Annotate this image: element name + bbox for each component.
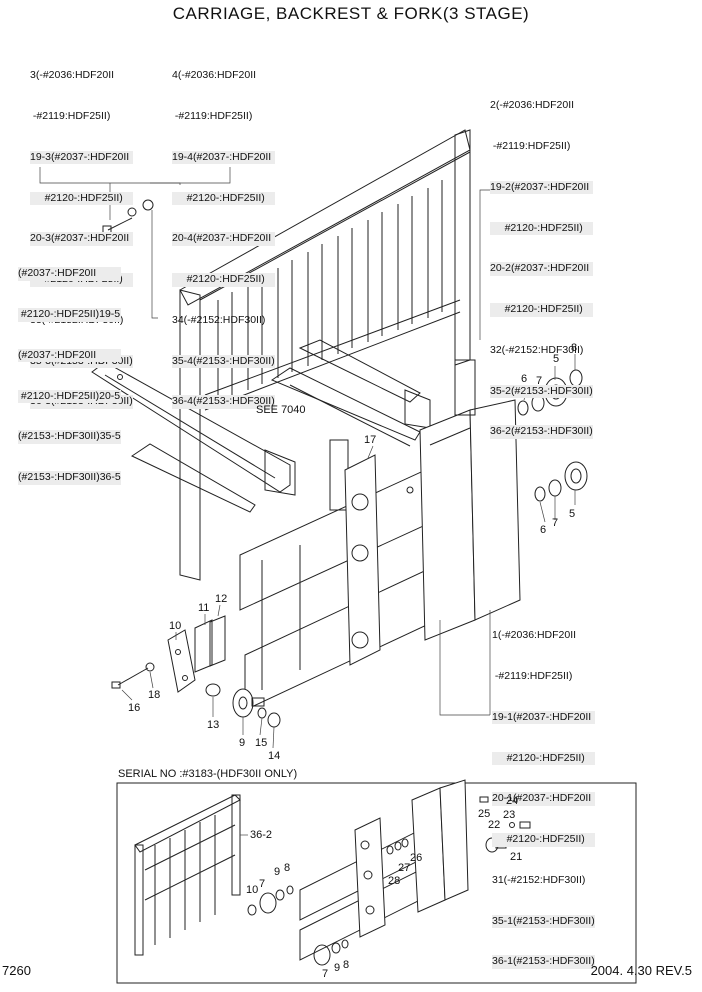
inset-callout-8: 8	[284, 862, 291, 874]
bearings-lower	[534, 461, 588, 502]
backrest	[179, 129, 471, 581]
inset-callout-23: 23	[503, 809, 516, 821]
callout-8: 8	[571, 342, 578, 354]
note-bottom-right: 1(-#2036:HDF20II -#2119:HDF25II) 19-1(#2…	[492, 629, 595, 970]
callout-5: 5	[553, 353, 560, 365]
inset-callout-24: 24	[506, 795, 519, 807]
callout-7: 7	[536, 375, 543, 387]
callout-18: 18	[148, 689, 161, 701]
callout-13: 13	[207, 719, 220, 731]
callout-15: 15	[255, 737, 268, 749]
inset-callout-25: 25	[478, 808, 491, 820]
inset-callout-26: 26	[410, 852, 423, 864]
carriage	[239, 359, 521, 711]
page-title: CARRIAGE, BACKREST & FORK(3 STAGE)	[172, 4, 530, 23]
inset-callout-7: 7	[259, 878, 266, 890]
callout-14: 14	[268, 750, 281, 762]
inset-callout-28: 28	[388, 875, 401, 887]
inset-callout-9: 9	[334, 962, 341, 974]
note-top-right: 2(-#2036:HDF20II -#2119:HDF25II) 19-2(#2…	[490, 99, 593, 440]
note-top-mid: 4(-#2036:HDF20II -#2119:HDF25II) 19-4(#2…	[172, 69, 275, 410]
fork-right	[270, 339, 431, 447]
callout-7: 7	[552, 517, 559, 529]
inset	[116, 779, 637, 984]
callout-5: 5	[569, 508, 576, 520]
note-left: (#2037-:HDF20II #2120-:HDF25II)19-5 (#20…	[18, 267, 121, 485]
side-parts	[111, 615, 281, 728]
callout-17: 17	[364, 434, 377, 446]
revision-date: 2004. 4.30 REV.5	[590, 963, 692, 978]
page-number: 7260	[2, 963, 31, 978]
inset-callout-36-2: 36-2	[250, 829, 273, 841]
callout-6: 6	[540, 524, 547, 536]
callout-6: 6	[521, 373, 528, 385]
leader-lines	[39, 167, 576, 749]
callout-11: 11	[198, 602, 210, 614]
callout-12: 12	[215, 593, 228, 605]
callout-10: 10	[169, 620, 182, 632]
inset-callout-22: 22	[488, 819, 501, 831]
callout-16: 16	[128, 702, 141, 714]
inset-callout-8: 8	[343, 959, 350, 971]
inset-callout-27: 27	[398, 862, 411, 874]
inset-callout-7: 7	[322, 968, 329, 980]
callout-9: 9	[239, 737, 246, 749]
inset-callout-21: 21	[510, 851, 523, 863]
serial-note: SERIAL NO :#3183-(HDF30II ONLY)	[118, 768, 298, 780]
see-reference: SEE 7040	[256, 404, 306, 416]
inset-callout-9: 9	[274, 866, 281, 878]
inset-callout-10: 10	[246, 884, 259, 896]
top-bolt	[102, 199, 154, 234]
